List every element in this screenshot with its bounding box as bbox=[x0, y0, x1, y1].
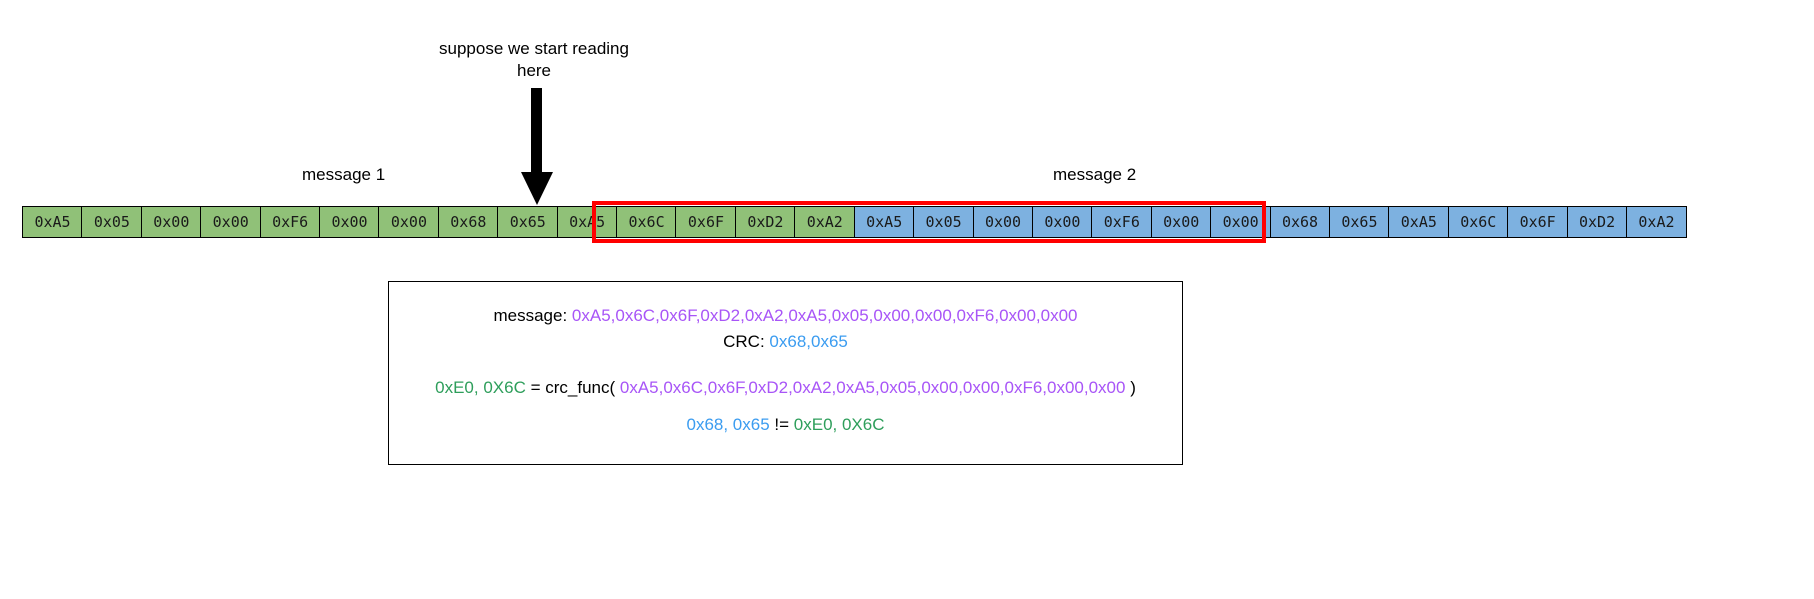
byte-cell: 0x00 bbox=[1150, 206, 1212, 238]
comparison-right: 0xE0, 0X6C bbox=[793, 415, 885, 434]
explanation-box: message: 0xA5,0x6C,0x6F,0xD2,0xA2,0xA5,0… bbox=[388, 281, 1183, 465]
message-label: message: bbox=[493, 306, 572, 325]
byte-cell: 0x05 bbox=[913, 206, 975, 238]
comparison-left: 0x68, 0x65 bbox=[686, 415, 770, 434]
byte-cell: 0x00 bbox=[378, 206, 440, 238]
byte-cell: 0x00 bbox=[1031, 206, 1093, 238]
byte-cell: 0x65 bbox=[1328, 206, 1390, 238]
label-message-2: message 2 bbox=[1053, 165, 1137, 184]
byte-cell: 0xA5 bbox=[556, 206, 618, 238]
byte-cell: 0x00 bbox=[972, 206, 1034, 238]
crc-func-arguments: 0xA5,0x6C,0x6F,0xD2,0xA2,0xA5,0x05,0x00,… bbox=[619, 378, 1126, 397]
crc-func-call: = crc_func( bbox=[525, 378, 620, 397]
byte-cell: 0xA5 bbox=[853, 206, 915, 238]
byte-cell: 0x00 bbox=[1210, 206, 1272, 238]
byte-cell: 0xA2 bbox=[1625, 206, 1687, 238]
byte-cell: 0x68 bbox=[1269, 206, 1331, 238]
byte-cell: 0x6F bbox=[675, 206, 737, 238]
byte-cell: 0xF6 bbox=[259, 206, 321, 238]
crc-line: CRC: 0x68,0x65 bbox=[389, 332, 1182, 352]
byte-cell: 0xD2 bbox=[734, 206, 796, 238]
crc-func-close-paren: ) bbox=[1125, 378, 1136, 397]
byte-cell: 0x68 bbox=[437, 206, 499, 238]
byte-cell: 0x65 bbox=[497, 206, 559, 238]
byte-cell: 0xF6 bbox=[1091, 206, 1153, 238]
down-arrow-icon bbox=[520, 88, 554, 211]
byte-cell: 0x00 bbox=[200, 206, 262, 238]
byte-cell: 0x6C bbox=[616, 206, 678, 238]
message-line: message: 0xA5,0x6C,0x6F,0xD2,0xA2,0xA5,0… bbox=[389, 306, 1182, 326]
byte-cell: 0x6C bbox=[1447, 206, 1509, 238]
byte-cell: 0x00 bbox=[140, 206, 202, 238]
crc-bytes: 0x68,0x65 bbox=[769, 332, 848, 351]
byte-cell: 0xD2 bbox=[1566, 206, 1628, 238]
crc-label: CRC: bbox=[723, 332, 770, 351]
byte-cell: 0xA5 bbox=[1388, 206, 1450, 238]
comparison-line: 0x68, 0x65 != 0xE0, 0X6C bbox=[389, 415, 1182, 435]
comparison-operator: != bbox=[769, 415, 794, 434]
byte-cell: 0x00 bbox=[319, 206, 381, 238]
byte-cell: 0x05 bbox=[81, 206, 143, 238]
byte-cell: 0xA5 bbox=[22, 206, 83, 238]
byte-cell: 0x6F bbox=[1507, 206, 1569, 238]
message-bytes: 0xA5,0x6C,0x6F,0xD2,0xA2,0xA5,0x05,0x00,… bbox=[571, 306, 1078, 325]
label-message-1: message 1 bbox=[302, 165, 386, 184]
crc-func-line: 0xE0, 0X6C = crc_func( 0xA5,0x6C,0x6F,0x… bbox=[389, 378, 1182, 398]
reading-start-note: suppose we start reading here bbox=[439, 39, 629, 80]
byte-cell: 0xA2 bbox=[794, 206, 856, 238]
computed-crc-value: 0xE0, 0X6C bbox=[435, 378, 526, 397]
